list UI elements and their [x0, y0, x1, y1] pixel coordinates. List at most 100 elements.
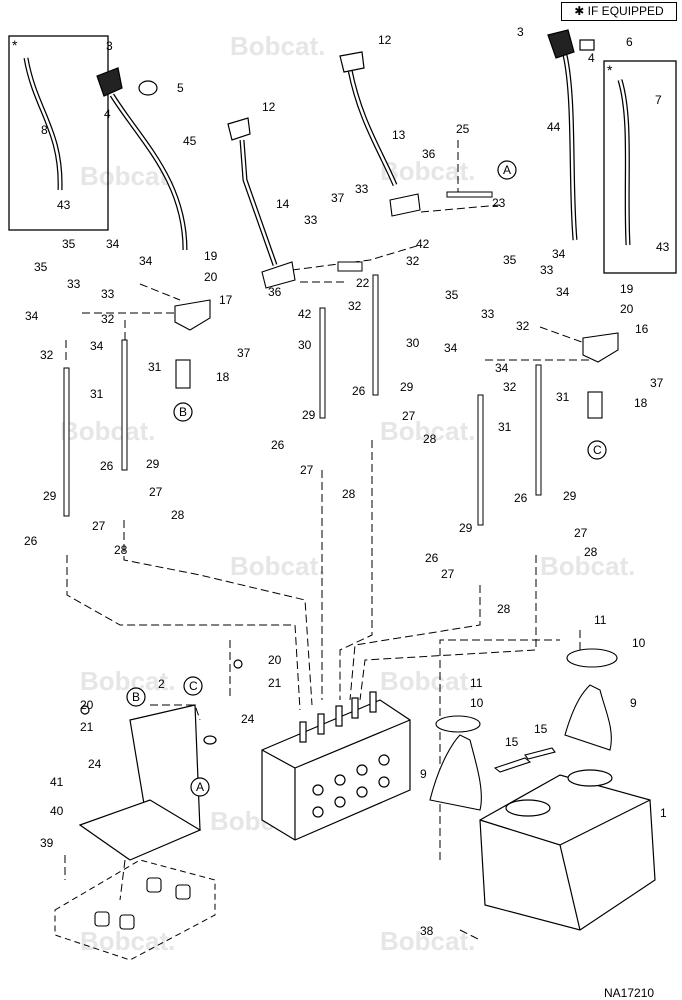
- part-callout-10: 10: [632, 636, 646, 650]
- lever-knobs: [96, 29, 595, 141]
- watermark-text: Bobcat.: [80, 666, 175, 696]
- part-callout-34: 34: [106, 237, 120, 251]
- mounting-plate-outline: [54, 859, 216, 961]
- optional-part-box-left: [8, 35, 109, 231]
- part-callout-29: 29: [302, 408, 316, 422]
- part-callout-9: 9: [420, 767, 427, 781]
- part-callout-24: 24: [88, 757, 102, 771]
- part-callout-4: 4: [104, 107, 111, 121]
- part-callout-32: 32: [101, 312, 115, 326]
- part-callout-26: 26: [352, 384, 366, 398]
- part-callout-15: 15: [505, 735, 519, 749]
- lever-boots: [429, 648, 618, 811]
- part-callout-33: 33: [304, 213, 318, 227]
- part-callout-12: 12: [262, 100, 276, 114]
- part-callout-28: 28: [342, 487, 356, 501]
- watermark-text: Bobcat.: [80, 926, 175, 956]
- control-levers: [23, 54, 631, 266]
- support-bracket: [78, 659, 243, 861]
- watermark-text: Bobcat.: [230, 31, 325, 61]
- part-callout-28: 28: [497, 602, 511, 616]
- connector-circle-b: [126, 687, 146, 707]
- part-callout-38: 38: [420, 924, 434, 938]
- mounting-studs: [94, 877, 191, 930]
- connector-letter-c: C: [189, 679, 198, 693]
- part-callout-26: 26: [425, 551, 439, 565]
- part-callout-40: 40: [50, 804, 64, 818]
- part-callout-33: 33: [67, 277, 81, 291]
- connector-letter-a: A: [196, 780, 204, 794]
- part-callout-25: 25: [456, 122, 470, 136]
- part-callout-37: 37: [237, 346, 251, 360]
- part-callout-43: 43: [57, 198, 71, 212]
- part-callout-8: 8: [41, 123, 48, 137]
- lever-brackets: [174, 193, 619, 419]
- watermark-text: Bobcat.: [380, 416, 475, 446]
- part-callout-34: 34: [556, 285, 570, 299]
- connector-circle-a: [190, 777, 210, 797]
- console-cover: [479, 769, 656, 931]
- asterisk-mark-left: *: [12, 37, 18, 53]
- part-callout-35: 35: [34, 260, 48, 274]
- part-callout-36: 36: [422, 147, 436, 161]
- part-callout-23: 23: [492, 196, 506, 210]
- part-callout-28: 28: [423, 432, 437, 446]
- optional-part-box-right: [603, 60, 677, 274]
- part-callout-29: 29: [146, 457, 160, 471]
- part-callout-33: 33: [355, 182, 369, 196]
- if-equipped-legend: ✱ IF EQUIPPED: [561, 2, 677, 21]
- part-callout-2: 2: [158, 677, 165, 691]
- part-callout-30: 30: [406, 336, 420, 350]
- part-callout-33: 33: [481, 307, 495, 321]
- part-callout-7: 7: [655, 93, 662, 107]
- connector-letter-c: C: [593, 443, 602, 457]
- part-callout-33: 33: [540, 263, 554, 277]
- part-callout-41: 41: [50, 775, 64, 789]
- part-callout-42: 42: [416, 237, 430, 251]
- part-callout-34: 34: [495, 361, 509, 375]
- part-callout-18: 18: [634, 396, 648, 410]
- watermark-text: Bobcat.: [540, 551, 635, 581]
- part-callout-11: 11: [594, 613, 607, 627]
- part-callout-26: 26: [271, 438, 285, 452]
- part-callout-32: 32: [348, 299, 362, 313]
- connector-letter-a: A: [503, 163, 511, 177]
- linkage-rods: [63, 191, 542, 526]
- part-callout-21: 21: [80, 720, 94, 734]
- part-callout-20: 20: [620, 302, 634, 316]
- part-callout-11: 11: [470, 676, 483, 690]
- part-callout-31: 31: [90, 387, 104, 401]
- connector-circle-b: [173, 402, 193, 422]
- part-callout-27: 27: [149, 485, 163, 499]
- part-callout-32: 32: [516, 319, 530, 333]
- part-callout-30: 30: [298, 338, 312, 352]
- part-callout-27: 27: [402, 409, 416, 423]
- part-callout-29: 29: [563, 489, 577, 503]
- part-callout-29: 29: [459, 521, 473, 535]
- part-callout-34: 34: [90, 339, 104, 353]
- part-callout-45: 45: [183, 134, 197, 148]
- part-callout-17: 17: [219, 293, 233, 307]
- part-callout-16: 16: [635, 322, 649, 336]
- part-callout-29: 29: [43, 489, 57, 503]
- part-callout-3: 3: [106, 39, 113, 53]
- part-callout-43: 43: [656, 240, 670, 254]
- figure-id: NA17210: [604, 986, 655, 1000]
- connector-circle-a: [497, 160, 517, 180]
- part-callout-14: 14: [276, 197, 290, 211]
- part-callout-27: 27: [441, 567, 455, 581]
- part-callout-32: 32: [503, 380, 517, 394]
- part-callout-9: 9: [630, 696, 637, 710]
- part-callout-34: 34: [25, 309, 39, 323]
- part-callout-18: 18: [216, 370, 230, 384]
- watermark-text: Bobcat.: [380, 926, 475, 956]
- part-callout-42: 42: [298, 307, 312, 321]
- part-callout-27: 27: [574, 526, 588, 540]
- part-callout-4: 4: [588, 51, 595, 65]
- part-callout-28: 28: [171, 508, 185, 522]
- part-callout-32: 32: [40, 348, 54, 362]
- part-callout-37: 37: [650, 376, 664, 390]
